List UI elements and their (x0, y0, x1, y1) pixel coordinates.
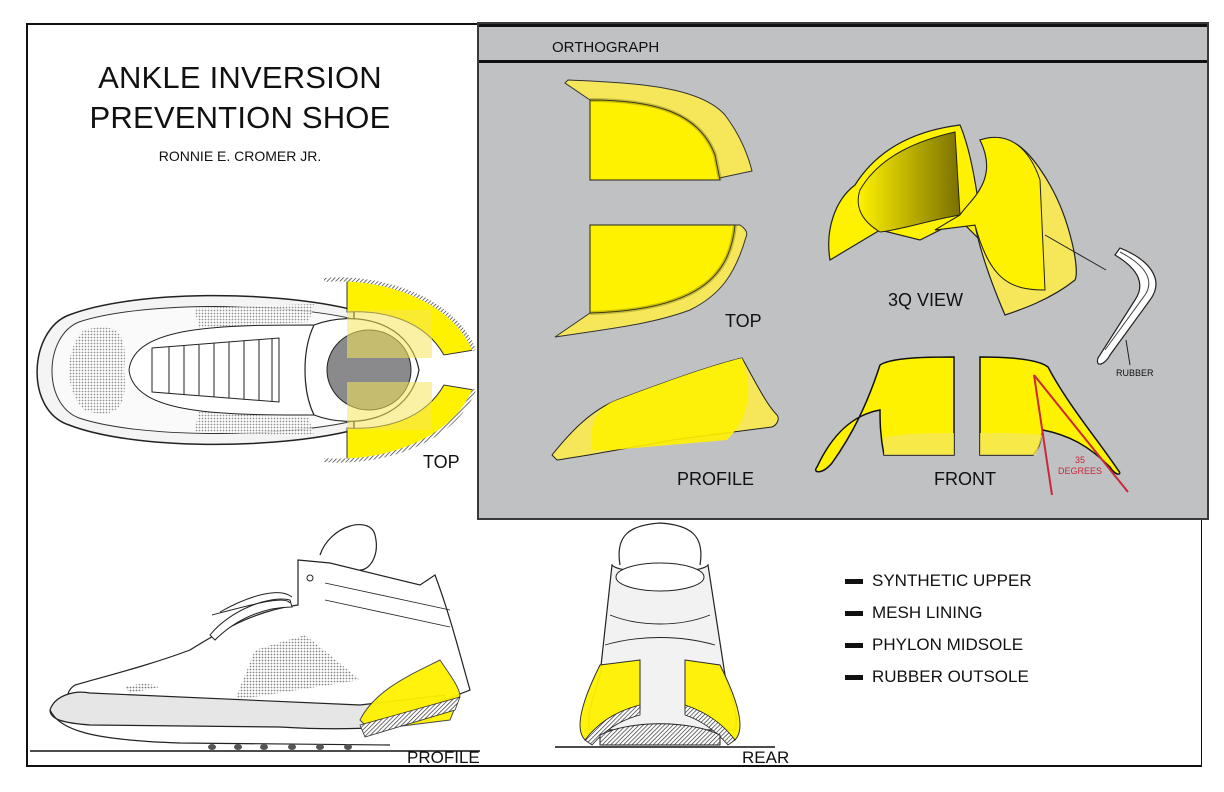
top-guard-overlay-upper (347, 310, 432, 358)
profile-view-label: PROFILE (407, 748, 480, 767)
top-mesh-toe (69, 327, 125, 414)
ortho-front-label: FRONT (934, 469, 996, 489)
profile-outsole-lugs (208, 744, 352, 750)
ortho-top-guard-upper (564, 79, 753, 181)
rubber-label-line (1125, 339, 1131, 366)
profile-mesh-toe (125, 684, 160, 693)
top-laces (151, 337, 280, 403)
profile-mesh-panel (235, 635, 360, 700)
angle-line-vertical (1033, 374, 1053, 496)
bullet-dash-icon (845, 642, 863, 648)
rear-heel-tab (618, 522, 702, 566)
ortho-profile-guard (551, 357, 779, 461)
ortho-front-guard-left (815, 356, 955, 473)
top-mesh-side-lower (194, 412, 314, 436)
bullet-dash-icon (845, 610, 863, 616)
material-item: MESH LINING (845, 597, 1032, 629)
material-item: SYNTHETIC UPPER (845, 565, 1032, 597)
material-label: SYNTHETIC UPPER (872, 571, 1032, 590)
top-guard-overlay-lower (347, 382, 432, 430)
angle-unit: DEGREES (1058, 466, 1103, 476)
title-line-2: PREVENTION SHOE (89, 100, 391, 135)
angle-value: 35 (1075, 455, 1086, 465)
sheet-title: ANKLE INVERSION PREVENTION SHOE (60, 58, 420, 138)
rear-view-label: REAR (742, 748, 790, 767)
profile-label-underline (407, 766, 477, 767)
materials-list: SYNTHETIC UPPER MESH LINING PHYLON MIDSO… (845, 565, 1032, 693)
material-label: PHYLON MIDSOLE (872, 635, 1024, 654)
author-name: RONNIE E. CROMER JR. (158, 148, 322, 164)
shoe-rear-view (555, 522, 775, 748)
shoe-top-view (36, 277, 476, 463)
material-label: RUBBER OUTSOLE (872, 667, 1029, 686)
material-label: MESH LINING (872, 603, 983, 622)
shoe-profile-view (30, 524, 480, 752)
top-mesh-side-upper (194, 304, 314, 328)
rubber-leader-line (1044, 234, 1107, 271)
ortho-front-guard-right (979, 356, 1129, 496)
material-item: RUBBER OUTSOLE (845, 661, 1032, 693)
bullet-dash-icon (845, 578, 863, 584)
material-item: PHYLON MIDSOLE (845, 629, 1032, 661)
ortho-rubber-piece (1044, 234, 1157, 366)
profile-heel-tab (319, 524, 377, 571)
ortho-3q-label: 3Q VIEW (888, 290, 964, 310)
profile-laces (209, 592, 293, 641)
ortho-top-label: TOP (725, 311, 762, 331)
bullet-dash-icon (845, 674, 863, 680)
rubber-label: RUBBER (1116, 368, 1154, 378)
ortho-3q-guard-right (934, 136, 1077, 316)
top-view-label: TOP (423, 452, 460, 472)
ortho-profile-label: PROFILE (677, 469, 755, 489)
angle-line-guard (1033, 374, 1129, 493)
title-line-1: ANKLE INVERSION (98, 60, 382, 95)
angle-annotation: 35 DEGREES (1058, 455, 1102, 477)
rear-outsole (599, 723, 721, 746)
ortho-top-guard-lower (554, 224, 748, 338)
orthograph-header: ORTHOGRAPH (479, 24, 1207, 63)
orthograph-title: ORTHOGRAPH (552, 39, 660, 56)
